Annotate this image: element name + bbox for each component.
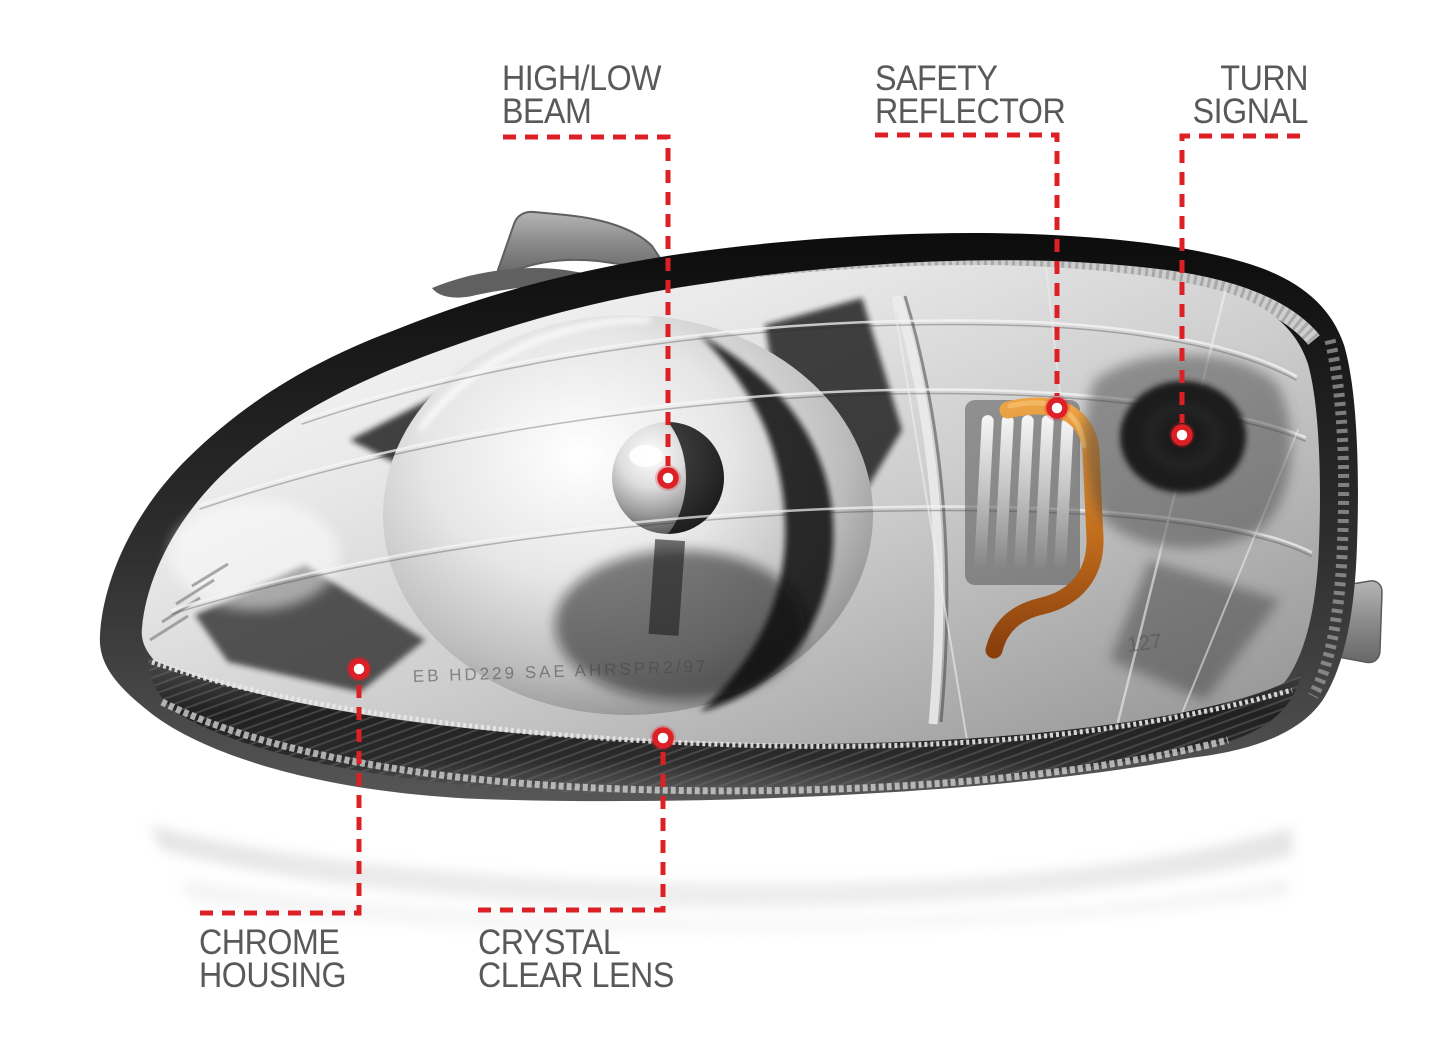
callout-line-high-low-beam — [503, 134, 671, 466]
label-line-1: HIGH/LOW — [502, 59, 662, 98]
callout-line-turn-signal — [1179, 133, 1300, 423]
callout-marker-safety-reflector — [1044, 395, 1070, 421]
lens-mold-number: 127 — [1126, 630, 1164, 657]
label-safety-reflector: SAFETY REFLECTOR — [875, 59, 1066, 131]
strip-rib-texture — [148, 658, 1302, 794]
label-line-2: REFLECTOR — [875, 92, 1066, 131]
lens-bottom-strip — [148, 658, 1302, 795]
label-line-1: CHROME — [199, 923, 340, 962]
callout-markers — [346, 395, 1195, 751]
strip-bead-top — [151, 659, 1293, 749]
reflector-ribs — [974, 415, 1074, 570]
bulb-shadow-crescent — [668, 422, 724, 534]
bowl-rim-highlight — [417, 316, 651, 432]
safety-reflector-assembly — [965, 397, 1104, 659]
label-line-1: TURN — [1220, 59, 1308, 98]
strip-bead-bottom — [160, 698, 1229, 795]
floor-reflection — [0, 800, 1445, 1054]
left-tip-ribs — [149, 562, 229, 642]
callout-marker-high-low-beam — [655, 465, 681, 491]
label-line-2: CLEAR LENS — [478, 956, 674, 995]
headlight-photo: EB HD229 SAE AHRSPR2/97 127 — [99, 210, 1383, 802]
callout-line-chrome-housing — [200, 681, 362, 916]
callout-marker-crystal-clear-lens — [650, 725, 676, 751]
callout-line-crystal-clear-lens — [478, 750, 666, 913]
label-line-1: CRYSTAL — [478, 923, 621, 962]
turn-signal-assembly — [1084, 354, 1292, 549]
label-line-2: HOUSING — [199, 956, 347, 995]
bulb-stem — [648, 539, 686, 636]
label-crystal-clear-lens: CRYSTAL CLEAR LENS — [478, 923, 674, 995]
bowl-lower-shadow — [555, 550, 805, 700]
label-chrome-housing: CHROME HOUSING — [199, 923, 347, 995]
label-line-2: SIGNAL — [1192, 92, 1309, 131]
callout-marker-turn-signal — [1169, 422, 1195, 448]
label-turn-signal: TURN SIGNAL — [1032, 59, 1309, 131]
callout-marker-chrome-housing — [346, 656, 372, 682]
callout-line-safety-reflector — [875, 132, 1060, 396]
label-line-1: SAFETY — [875, 59, 998, 98]
lens-divider-shadow — [903, 295, 949, 723]
label-high-low-beam: HIGH/LOW BEAM — [502, 59, 662, 131]
label-line-2: BEAM — [502, 92, 592, 131]
lens-divider — [892, 294, 944, 725]
callout-lines — [200, 132, 1300, 916]
bulb-specular-highlight — [629, 445, 663, 467]
